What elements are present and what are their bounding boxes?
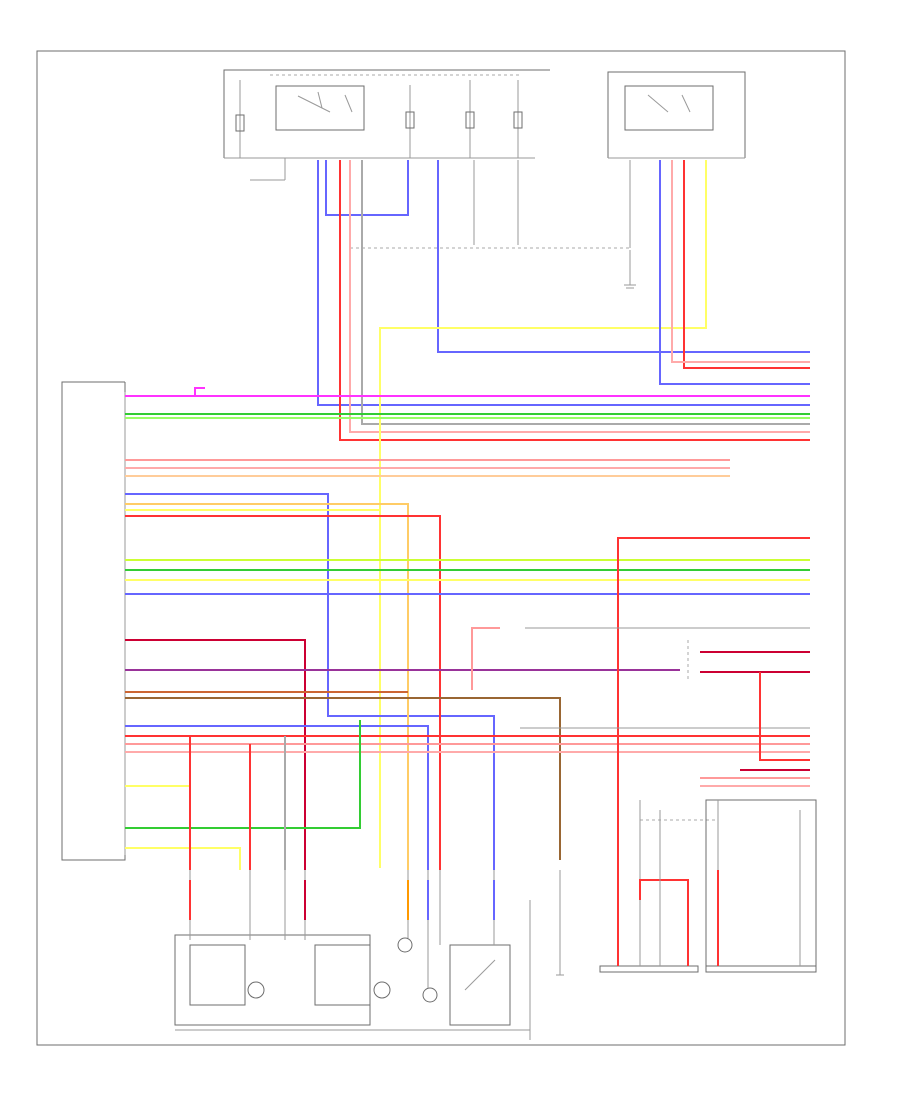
relay-box-main (223, 69, 550, 181)
bottom-components (174, 870, 564, 1040)
ground-symbol-top (624, 250, 636, 289)
ecu-connector (61, 381, 126, 861)
diagram-frame (36, 50, 846, 1046)
right-section-wires (471, 537, 810, 870)
relay-vertical-wires (317, 160, 810, 868)
relay-box-secondary (607, 71, 746, 159)
rear-modules (599, 799, 817, 973)
ecu-horizontal-wires (125, 387, 810, 870)
component-stubs (189, 800, 561, 920)
